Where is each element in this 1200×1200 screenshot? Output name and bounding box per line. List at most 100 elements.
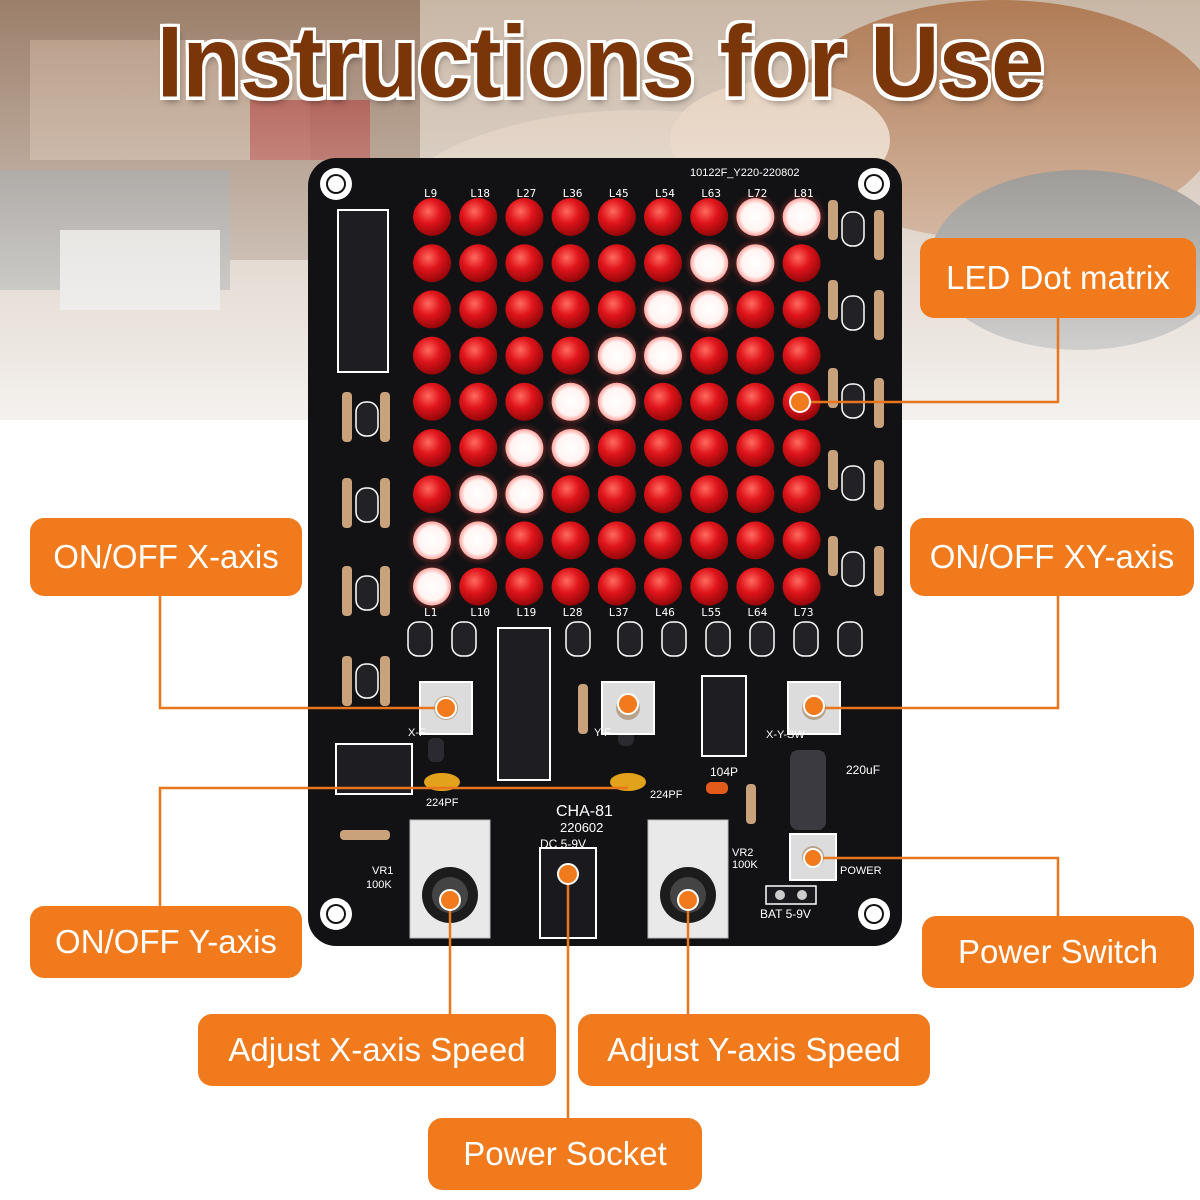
label-onoff-y-axis: ON/OFF Y-axis [30, 906, 302, 978]
board-vr1-value: 100K [366, 879, 392, 891]
led [505, 567, 544, 606]
led-column-label: L54 [655, 187, 675, 200]
board-vr1: VR1 [372, 865, 393, 877]
led [736, 521, 775, 560]
led [597, 567, 636, 606]
board-vr2-value: 100K [732, 859, 758, 871]
led [782, 429, 821, 467]
led [644, 244, 682, 283]
led [413, 429, 451, 467]
led [459, 244, 498, 283]
board-button-x-label: X-F [408, 727, 426, 739]
led [551, 336, 590, 375]
led [644, 521, 682, 560]
led [644, 567, 682, 606]
board-cap-c2: 224PF [426, 797, 459, 809]
led [782, 290, 821, 329]
led [505, 521, 544, 560]
led [505, 336, 544, 375]
led [690, 198, 729, 236]
led [459, 382, 498, 421]
led [413, 475, 451, 514]
led-lit [690, 290, 729, 329]
led [459, 198, 498, 236]
led [413, 382, 451, 421]
led [782, 521, 821, 560]
led-lit [551, 429, 590, 467]
pcb-board: 10122F_Y220-220802 CHA-81 220602 DC 5-9V… [308, 158, 902, 946]
label-power-switch: Power Switch [922, 916, 1194, 988]
board-cap-c4: 224PF [650, 789, 683, 801]
led-bottom-label: L64 [747, 606, 767, 619]
led-bottom-label: L10 [470, 606, 490, 619]
led [459, 336, 498, 375]
board-vr2: VR2 [732, 847, 753, 859]
led [736, 475, 775, 514]
leader-lines [158, 318, 1060, 1118]
page-title: Instructions for Use [156, 6, 1045, 119]
led [690, 429, 729, 467]
led [782, 475, 821, 514]
led-lit [505, 475, 544, 514]
led-column-label: L81 [794, 187, 814, 200]
led [597, 521, 636, 560]
led [551, 475, 590, 514]
led [736, 567, 775, 606]
led [551, 244, 590, 283]
led [690, 382, 729, 421]
led [459, 567, 498, 606]
led [597, 198, 636, 236]
led-bottom-label: L19 [516, 606, 536, 619]
led-dot-matrix [407, 192, 827, 612]
label-adjust-y-axis-speed: Adjust Y-axis Speed [578, 1014, 930, 1086]
led-lit [597, 336, 636, 375]
board-bat-label: BAT 5-9V [760, 907, 811, 921]
led [782, 336, 821, 375]
board-serial: 10122F_Y220-220802 [690, 167, 799, 179]
led-column-label: L45 [609, 187, 629, 200]
led [551, 521, 590, 560]
led-lit [690, 244, 729, 283]
led [551, 198, 590, 236]
led-lit [413, 567, 451, 606]
led-bottom-label: L1 [424, 606, 437, 619]
led-lit [413, 521, 451, 560]
led [736, 336, 775, 375]
led-bottom-label: L28 [563, 606, 583, 619]
led [736, 429, 775, 467]
led [644, 475, 682, 514]
led [551, 567, 590, 606]
led [782, 567, 821, 606]
led-lit [644, 290, 682, 329]
led [597, 290, 636, 329]
led-lit [597, 382, 636, 421]
led-lit [644, 336, 682, 375]
led [597, 475, 636, 514]
led-lit [459, 475, 498, 514]
led-lit [782, 198, 821, 236]
board-cap-c1: 220uF [846, 763, 880, 777]
led-bottom-label: L73 [794, 606, 814, 619]
board-button-xy-label: X-Y-SW [766, 729, 805, 741]
led [644, 429, 682, 467]
led-lit [736, 244, 775, 283]
label-adjust-x-axis-speed: Adjust X-axis Speed [198, 1014, 556, 1086]
led [551, 290, 590, 329]
led [597, 429, 636, 467]
led [644, 382, 682, 421]
board-model: CHA-81 [556, 803, 613, 820]
led [505, 198, 544, 236]
led [690, 521, 729, 560]
led-column-label: L9 [424, 187, 437, 200]
board-power-label: POWER [840, 865, 882, 877]
label-onoff-x-axis: ON/OFF X-axis [30, 518, 302, 596]
label-onoff-xy-axis: ON/OFF XY-axis [910, 518, 1194, 596]
led-column-label: L18 [470, 187, 490, 200]
led [690, 336, 729, 375]
led-column-label: L63 [701, 187, 721, 200]
led-bottom-label: L37 [609, 606, 629, 619]
label-power-socket: Power Socket [428, 1118, 702, 1190]
